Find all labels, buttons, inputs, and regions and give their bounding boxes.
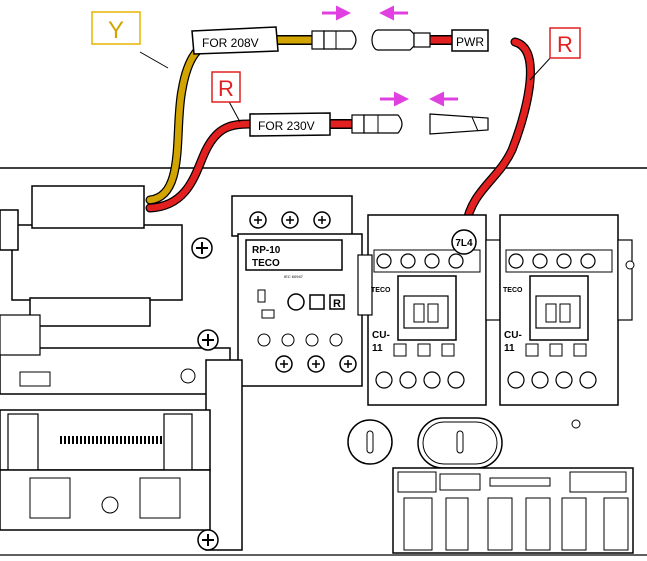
relay-small-text: IEC 60947 <box>284 274 304 279</box>
wire-color-label-yellow: Y <box>91 11 141 45</box>
wire-color-label-red-lower: R <box>211 71 241 103</box>
tag-for-230v: FOR 230V <box>249 112 331 137</box>
male-connector-208 <box>311 30 357 50</box>
contactor-left-brand-text: TECO <box>371 287 391 294</box>
contactor-left: 7L4 TECO CU- 11 <box>357 214 501 406</box>
control-board <box>392 467 634 554</box>
red-upper-label-text: R <box>557 32 573 57</box>
tag-for-208v: FOR 208V <box>191 26 279 55</box>
terminal-label-text: 7L4 <box>455 238 473 249</box>
transformer <box>0 185 213 327</box>
tag-pwr: PWR <box>451 29 489 52</box>
tag-for-208v-text: FOR 208V <box>202 36 259 50</box>
insulating-cap <box>429 113 489 135</box>
red-lower-label-text: R <box>218 76 234 101</box>
knockout-round <box>347 419 393 465</box>
contactor-left-model-line1: CU- <box>372 330 390 341</box>
motor-assembly <box>0 314 243 551</box>
contactor-right: TECO CU- 11 <box>499 214 635 429</box>
contactor-right-model-line1: CU- <box>504 330 522 341</box>
contactor-right-brand-text: TECO <box>503 287 523 294</box>
yellow-label-text: Y <box>108 17 124 44</box>
tag-for-230v-text: FOR 230V <box>258 119 315 133</box>
knockout-oval <box>417 417 503 469</box>
contactor-left-model-line2: 11 <box>372 343 383 354</box>
contactor-right-model-line2: 11 <box>504 343 515 354</box>
overload-relay: RP-10 TECO IEC 60947 R <box>231 195 363 387</box>
relay-model-text: RP-10 <box>252 245 281 256</box>
female-connector-pwr <box>371 29 431 51</box>
svg-text:R: R <box>333 298 341 310</box>
relay-brand-text: TECO <box>252 258 280 269</box>
wire-color-label-red-upper: R <box>549 27 581 59</box>
male-connector-230 <box>351 114 403 134</box>
tag-pwr-text: PWR <box>456 35 484 49</box>
